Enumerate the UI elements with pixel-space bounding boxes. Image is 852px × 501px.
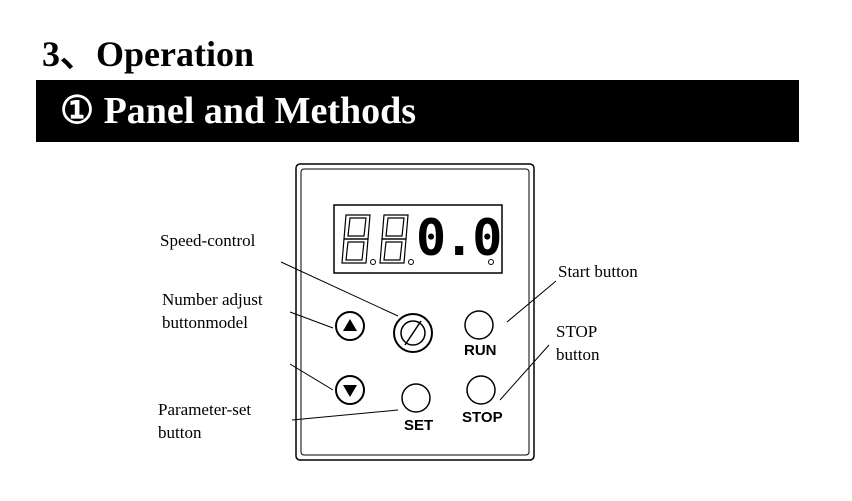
triangle-down-icon [343, 385, 357, 397]
panel-inner-frame [300, 168, 530, 456]
display-window [333, 204, 503, 274]
label-start-button: Start button [558, 262, 638, 281]
label-parameter-set-1: Parameter-set [158, 400, 252, 419]
unlit-digit-1 [341, 214, 371, 264]
decimal-point-2 [408, 259, 414, 265]
set-button [401, 383, 431, 413]
leader-number-adjust-down [289, 363, 334, 391]
set-button-label: SET [404, 417, 434, 434]
triangle-up-icon [343, 319, 357, 331]
label-number-adjust-1: Number adjust [162, 290, 263, 309]
label-stop-1: STOP [556, 322, 598, 341]
unlit-digit-2 [379, 214, 409, 264]
leader-speed-control [280, 261, 399, 317]
label-stop-2: button [556, 345, 600, 364]
stop-button [466, 375, 496, 405]
leader-number-adjust-up [289, 311, 334, 329]
leader-parameter-set [291, 409, 399, 421]
panel-outer-frame [295, 163, 535, 461]
speed-knob-inner [400, 320, 426, 346]
section-banner: ① Panel and Methods [36, 80, 799, 142]
decimal-point-4 [488, 259, 494, 265]
stop-button-label: STOP [462, 409, 503, 426]
run-button-label: RUN [464, 342, 497, 359]
run-button [464, 310, 494, 340]
knob-slash-icon [404, 320, 422, 346]
leader-start-button [506, 280, 557, 323]
decimal-point-1 [370, 259, 376, 265]
label-parameter-set-2: button [158, 423, 202, 442]
display-readout: 0.0 [416, 209, 502, 267]
label-speed-control: Speed-control [160, 231, 256, 250]
section-title: 3、Operation [42, 34, 254, 74]
banner-title: ① Panel and Methods [60, 90, 417, 132]
label-number-adjust-2: buttonmodel [162, 313, 248, 332]
leader-stop-button [499, 344, 550, 401]
